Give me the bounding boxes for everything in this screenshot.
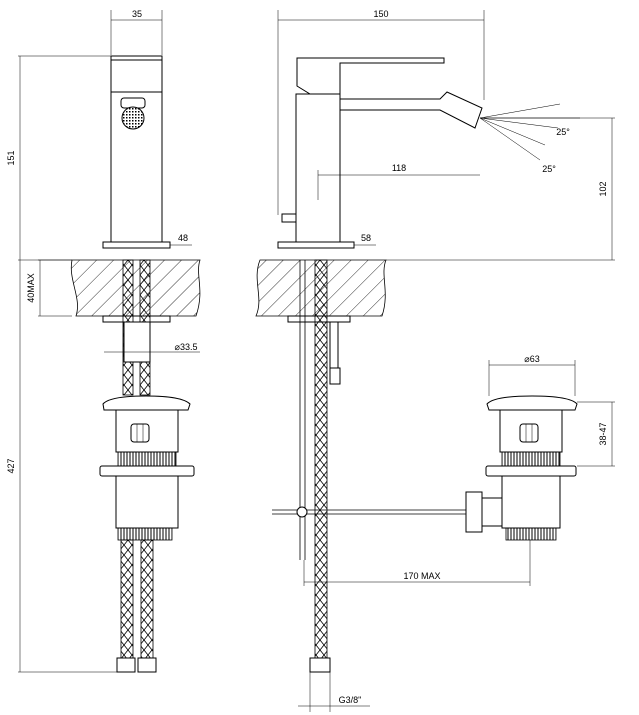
front-view: 35 48 40MAX ⌀33.5 — [6, 9, 201, 673]
dim-angle-up: 25° — [556, 127, 570, 137]
aerator-grille — [121, 106, 145, 130]
front-lever — [110, 59, 163, 93]
dim-top-width-front: 35 — [132, 9, 142, 19]
side-body — [295, 93, 341, 243]
front-waste-cap — [102, 395, 191, 411]
dim-waste-height: 38-47 — [598, 422, 608, 445]
dim-spout-reach: 118 — [392, 163, 406, 173]
dim-angle-down: 25° — [542, 164, 556, 174]
side-rod-connector — [465, 491, 483, 533]
front-base-flange — [102, 241, 171, 249]
dim-base-width-side: 58 — [361, 233, 371, 243]
dim-body-height: 151 — [6, 150, 16, 165]
dim-outlet-to-base: 102 — [598, 181, 608, 196]
side-base-flange — [277, 241, 355, 249]
dim-waste-diameter: ⌀63 — [524, 354, 539, 364]
front-connector-right — [137, 657, 157, 673]
side-connector — [309, 657, 331, 673]
front-deck — [70, 259, 201, 317]
dim-top-width-side: 150 — [373, 9, 388, 19]
dim-total-height: 427 — [6, 458, 16, 473]
dim-deck-thickness: 40MAX — [26, 273, 36, 303]
dim-connection-thread: G3/8" — [339, 695, 362, 705]
front-waste-thread — [117, 451, 177, 467]
front-waste-thread-lower — [117, 527, 173, 541]
side-spout — [339, 91, 483, 129]
side-view: 150 25° 25° 118 102 58 — [255, 9, 615, 712]
front-connector-left — [116, 657, 136, 673]
side-waste-cap — [486, 395, 578, 411]
side-hose — [314, 259, 328, 661]
dim-base-width-front: 48 — [178, 233, 188, 243]
side-lever — [296, 57, 445, 95]
dim-pull-rod-length: 170 MAX — [403, 571, 440, 581]
dim-hose-diameter: ⌀33.5 — [175, 342, 198, 352]
